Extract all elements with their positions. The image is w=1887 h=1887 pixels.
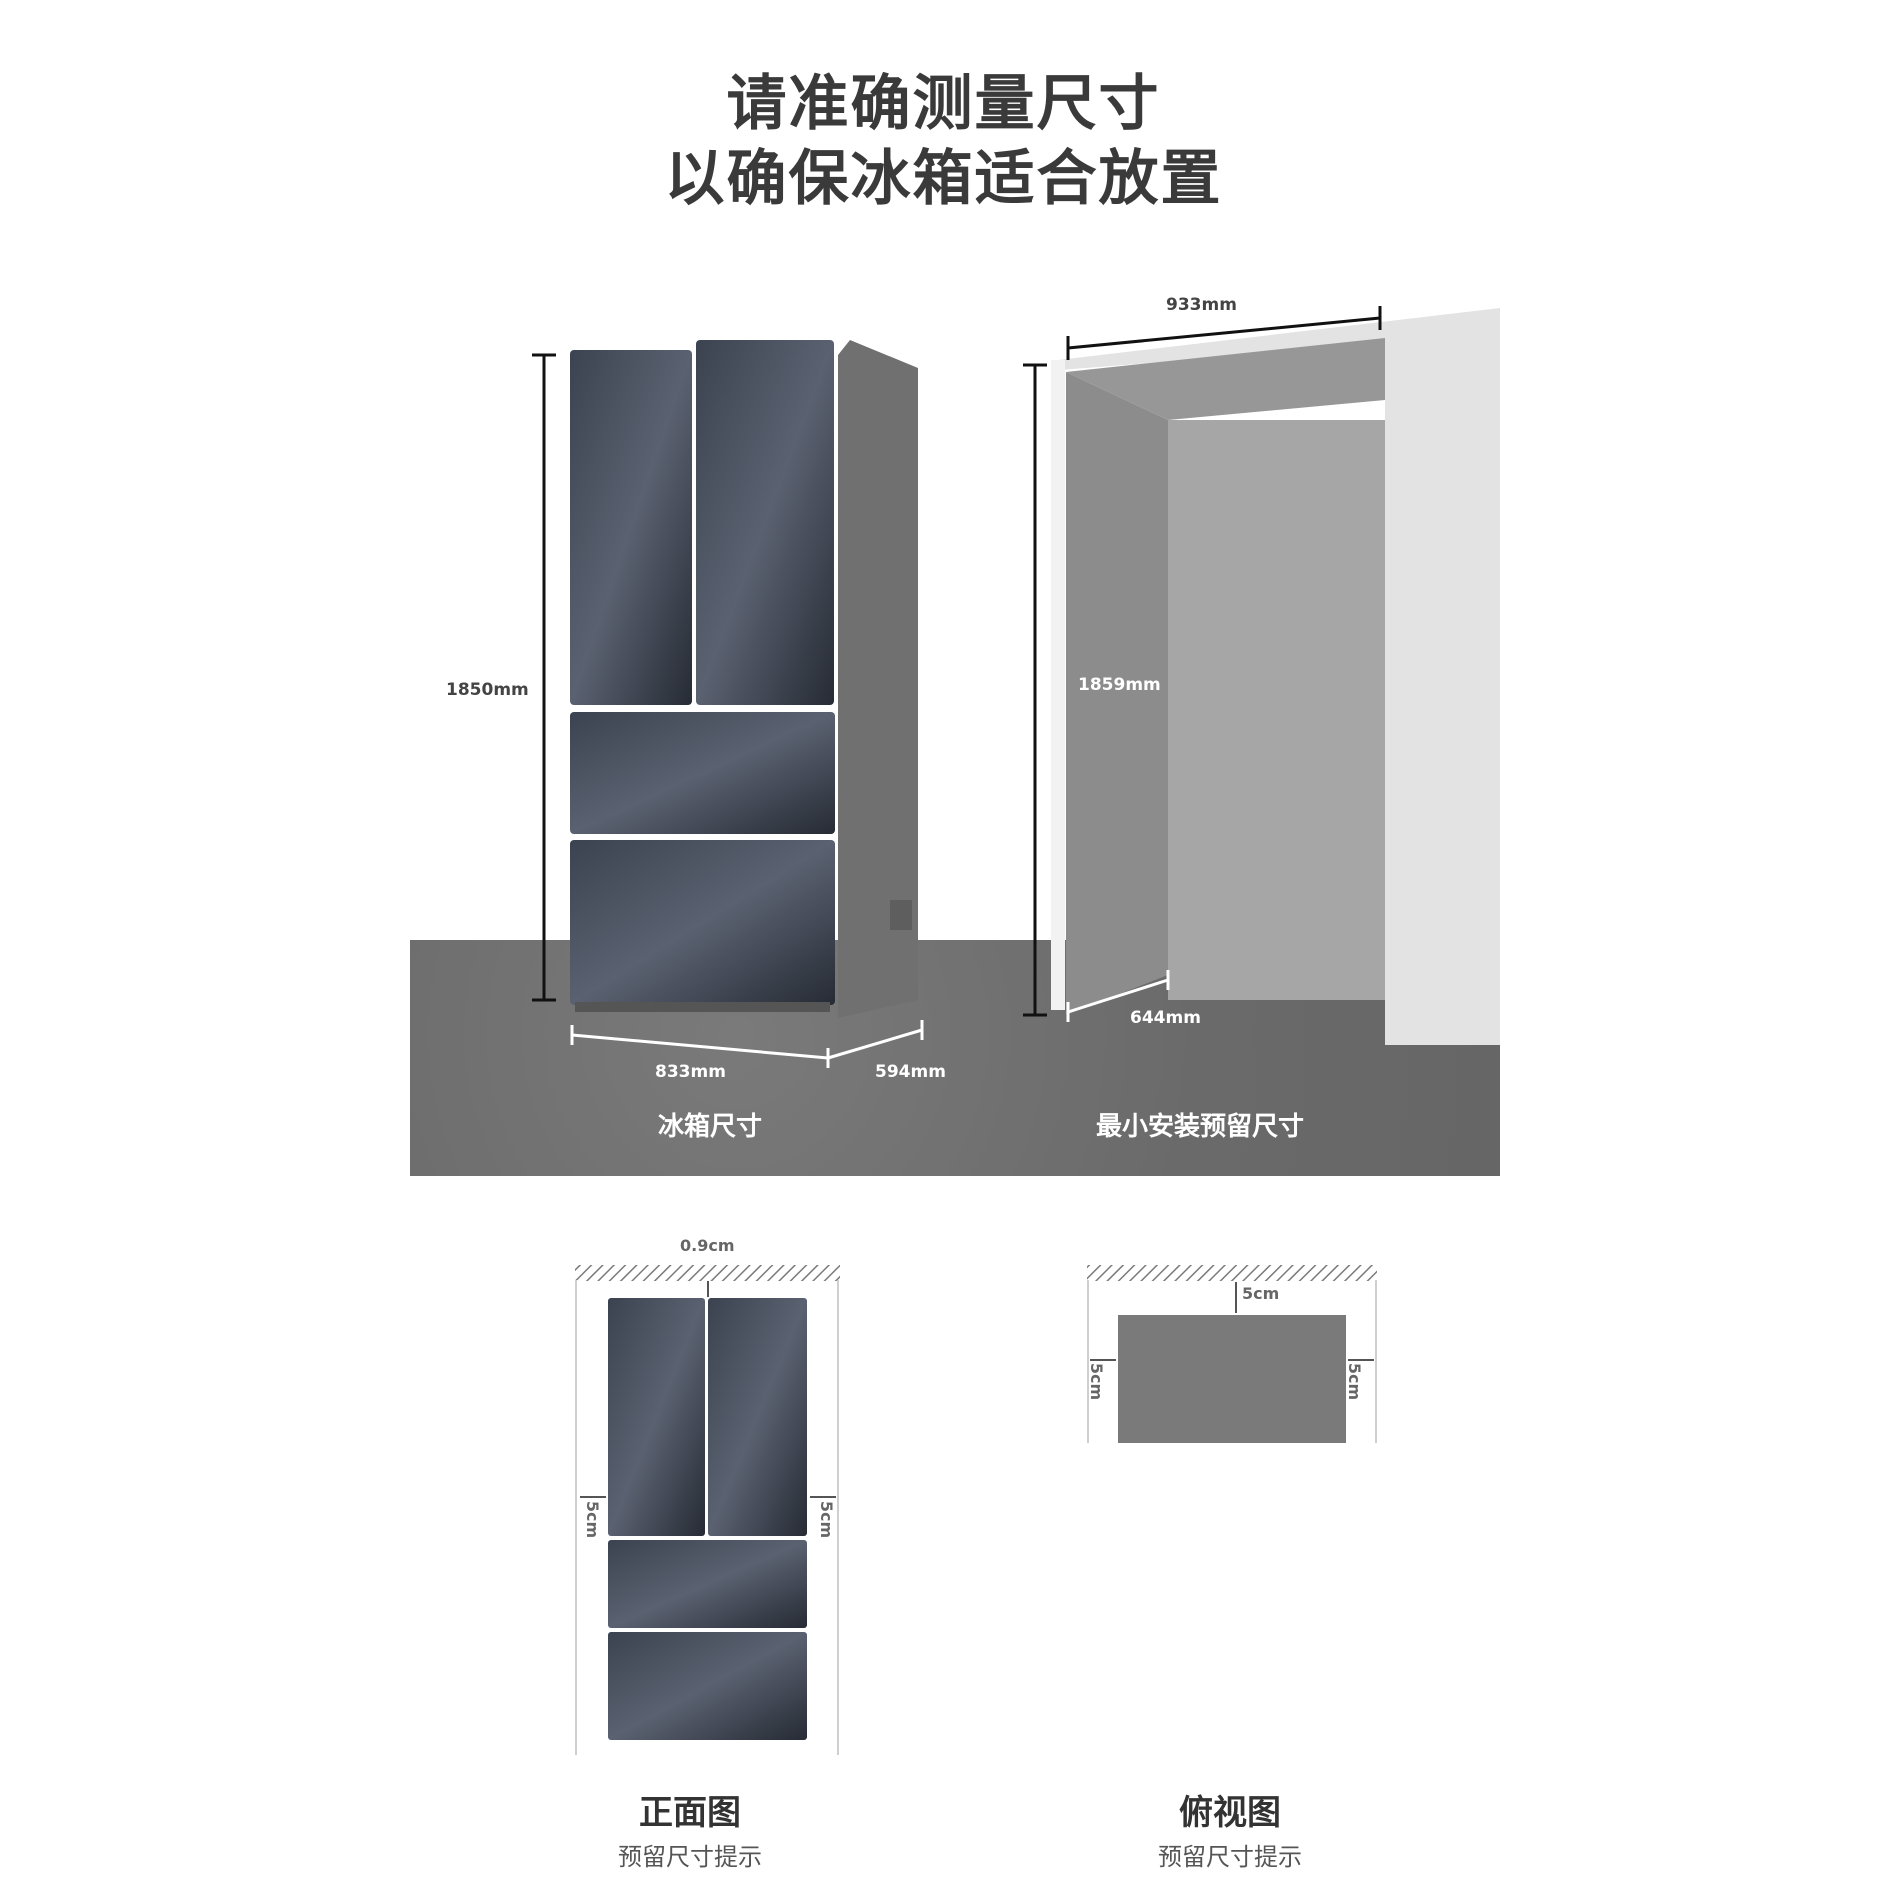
front-top-gap-label: 0.9cm [680, 1236, 735, 1255]
fridge-height-dimension [532, 353, 556, 1002]
front-right-gap-label: 5cm [817, 1500, 837, 1539]
front-fridge-right-door [708, 1298, 807, 1536]
niche-caption: 最小安装预留尺寸 [1095, 1112, 1304, 1142]
top-view-wall-hatch [1087, 1265, 1377, 1281]
fridge-upper-drawer [570, 712, 835, 834]
front-view-gap-arrows [580, 1281, 836, 1498]
niche-left-wall [1066, 372, 1168, 1015]
fridge-left-upper-door [570, 350, 692, 705]
top-back-gap-label: 5cm [1242, 1284, 1280, 1303]
fridge-width-label: 833mm [655, 1062, 726, 1082]
front-view-subtitle: 预留尺寸提示 [618, 1843, 762, 1871]
niche-back-wall [1168, 420, 1385, 1000]
niche-outer-wall [1058, 308, 1500, 1045]
niche-depth-dimension [1066, 970, 1170, 1022]
top-view-title: 俯视图 [1179, 1793, 1281, 1833]
fridge-side-panel [838, 340, 918, 1018]
headline-line-2: 以确保冰箱适合放置 [664, 144, 1223, 214]
top-view-subtitle: 预留尺寸提示 [1158, 1843, 1302, 1871]
front-left-gap-label: 5cm [583, 1500, 603, 1539]
fridge-floor-dimension [570, 1020, 924, 1068]
front-view-title: 正面图 [639, 1793, 741, 1833]
fridge-right-upper-door [696, 340, 834, 705]
fridge-depth-label: 594mm [875, 1062, 946, 1082]
front-fridge-upper-drawer [608, 1540, 807, 1628]
fridge-lower-drawer [570, 840, 835, 1005]
fridge-base [575, 1002, 830, 1012]
headline-line-1: 请准确测量尺寸 [726, 69, 1161, 139]
top-view-gap-arrows [1090, 1282, 1374, 1361]
top-view-fridge-footprint [1118, 1315, 1346, 1443]
niche-height-dimension [1023, 363, 1047, 1017]
niche-height-label: 1859mm [1078, 675, 1161, 695]
niche-width-label: 933mm [1166, 295, 1237, 315]
fridge-size-caption: 冰箱尺寸 [657, 1112, 762, 1142]
top-left-gap-label: 5cm [1087, 1362, 1107, 1401]
niche-depth-label: 644mm [1130, 1008, 1201, 1028]
front-fridge-left-door [608, 1298, 705, 1536]
top-right-gap-label: 5cm [1345, 1362, 1365, 1401]
fridge-side-vent [890, 900, 912, 930]
fridge-height-label: 1850mm [446, 680, 529, 700]
niche-ceiling [1066, 338, 1385, 420]
front-fridge-lower-drawer [608, 1632, 807, 1740]
niche-width-dimension [1066, 306, 1382, 360]
front-view-ceiling-hatch [575, 1265, 840, 1281]
